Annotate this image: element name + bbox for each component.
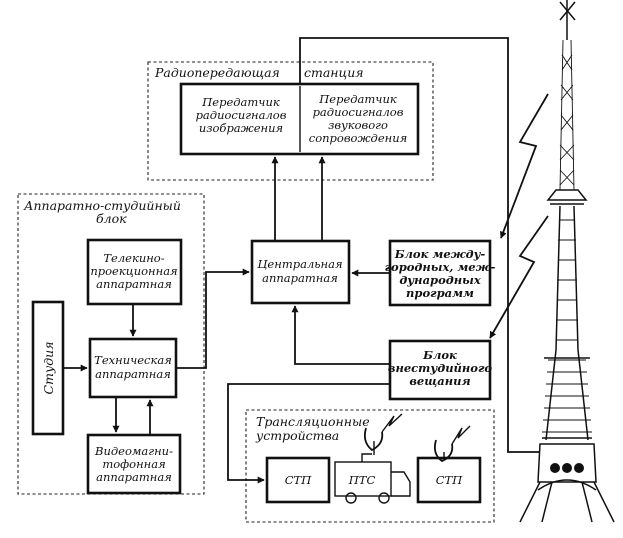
video-transmitter-label: Передатчик радиосигналов изображения (196, 95, 287, 135)
svg-text:проекционная: проекционная (90, 264, 177, 278)
studio-block-label-1: Аппаратно-студийный (23, 198, 181, 213)
svg-text:внестудийного: внестудийного (388, 361, 493, 375)
svg-text:радиосигналов: радиосигналов (313, 105, 404, 119)
connection-lines (63, 37, 549, 484)
svg-text:Блок между-: Блок между- (394, 247, 486, 261)
translation-section: Трансляционные устройства (245, 409, 495, 523)
dish-antenna-right-icon (433, 425, 471, 463)
svg-text:аппаратная: аппаратная (95, 367, 171, 381)
tv-tower-icon (519, 0, 615, 523)
telecine-box: Телекино- проекционная аппаратная (86, 238, 183, 306)
studio-box: Студия (31, 300, 65, 436)
svg-text:Студия: Студия (41, 342, 56, 395)
svg-text:дународных: дународных (399, 273, 481, 287)
radio-station-label-2: станция (304, 65, 364, 80)
outside-broadcast-box: Блок внестудийного вещания (388, 339, 493, 401)
svg-text:городных, меж-: городных, меж- (385, 260, 496, 274)
svg-text:изображения: изображения (199, 121, 283, 135)
svg-text:Передатчик: Передатчик (318, 92, 397, 106)
svg-text:тофонная: тофонная (102, 457, 165, 471)
translation-label-1: Трансляционные (256, 414, 370, 429)
audio-transmitter-label: Передатчик радиосигналов звукового сопро… (309, 92, 407, 145)
svg-text:Центральная: Центральная (257, 257, 342, 271)
stp-right-box: СТП (416, 456, 482, 504)
pts-van: ПТС (334, 453, 411, 504)
radio-station-section: Радиопередающая станция (147, 61, 434, 181)
svg-text:Техническая: Техническая (94, 353, 172, 367)
vtr-box: Видеомагни- тофонная аппаратная (86, 433, 182, 495)
svg-text:СТП: СТП (285, 473, 312, 487)
translation-label-2: устройства (255, 428, 339, 443)
svg-text:Видеомагни-: Видеомагни- (94, 444, 173, 458)
dish-antenna-left-icon (363, 413, 403, 455)
radio-station-label-1: Радиопередающая (154, 65, 280, 80)
svg-text:Передатчик: Передатчик (201, 95, 280, 109)
svg-text:вещания: вещания (409, 374, 470, 388)
svg-text:аппаратная: аппаратная (262, 271, 338, 285)
studio-block-label-2: блок (96, 211, 127, 226)
stp-left-box: СТП (265, 456, 331, 504)
svg-text:радиосигналов: радиосигналов (196, 108, 287, 122)
svg-text:Блок: Блок (422, 348, 457, 362)
svg-text:Телекино-: Телекино- (103, 251, 164, 265)
svg-text:ПТС: ПТС (348, 473, 376, 487)
central-room-box: Центральная аппаратная (250, 239, 351, 305)
svg-text:аппаратная: аппаратная (96, 470, 172, 484)
svg-text:аппаратная: аппаратная (96, 277, 172, 291)
technical-room-box: Техническая аппаратная (88, 337, 178, 399)
studio-block-section: Аппаратно-студийный блок (17, 193, 205, 495)
svg-text:СТП: СТП (436, 473, 463, 487)
svg-text:звукового: звукового (328, 118, 388, 132)
svg-text:программ: программ (406, 286, 474, 300)
intercity-programs-box: Блок между- городных, меж- дународных пр… (385, 239, 496, 307)
svg-text:сопровождения: сопровождения (309, 131, 407, 145)
